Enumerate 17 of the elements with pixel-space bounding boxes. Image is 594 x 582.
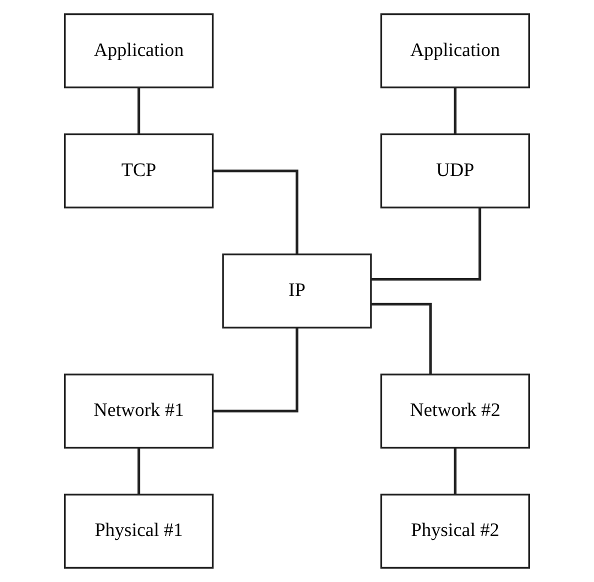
node-box: Application <box>64 13 214 88</box>
node-box: Physical #2 <box>380 494 530 569</box>
connector <box>454 88 456 134</box>
connector <box>371 208 482 281</box>
connector <box>212 170 298 254</box>
connector <box>212 328 298 412</box>
connector <box>138 448 140 494</box>
connector <box>138 88 140 134</box>
node-box: Application <box>380 13 530 88</box>
connector <box>454 448 456 494</box>
node-box: Network #2 <box>380 374 530 449</box>
node-box: Network #1 <box>64 374 214 449</box>
node-box: IP <box>222 254 372 328</box>
node-box: TCP <box>64 133 214 208</box>
node-box: UDP <box>380 133 530 208</box>
node-box: Physical #1 <box>64 494 214 569</box>
connector <box>371 302 432 374</box>
